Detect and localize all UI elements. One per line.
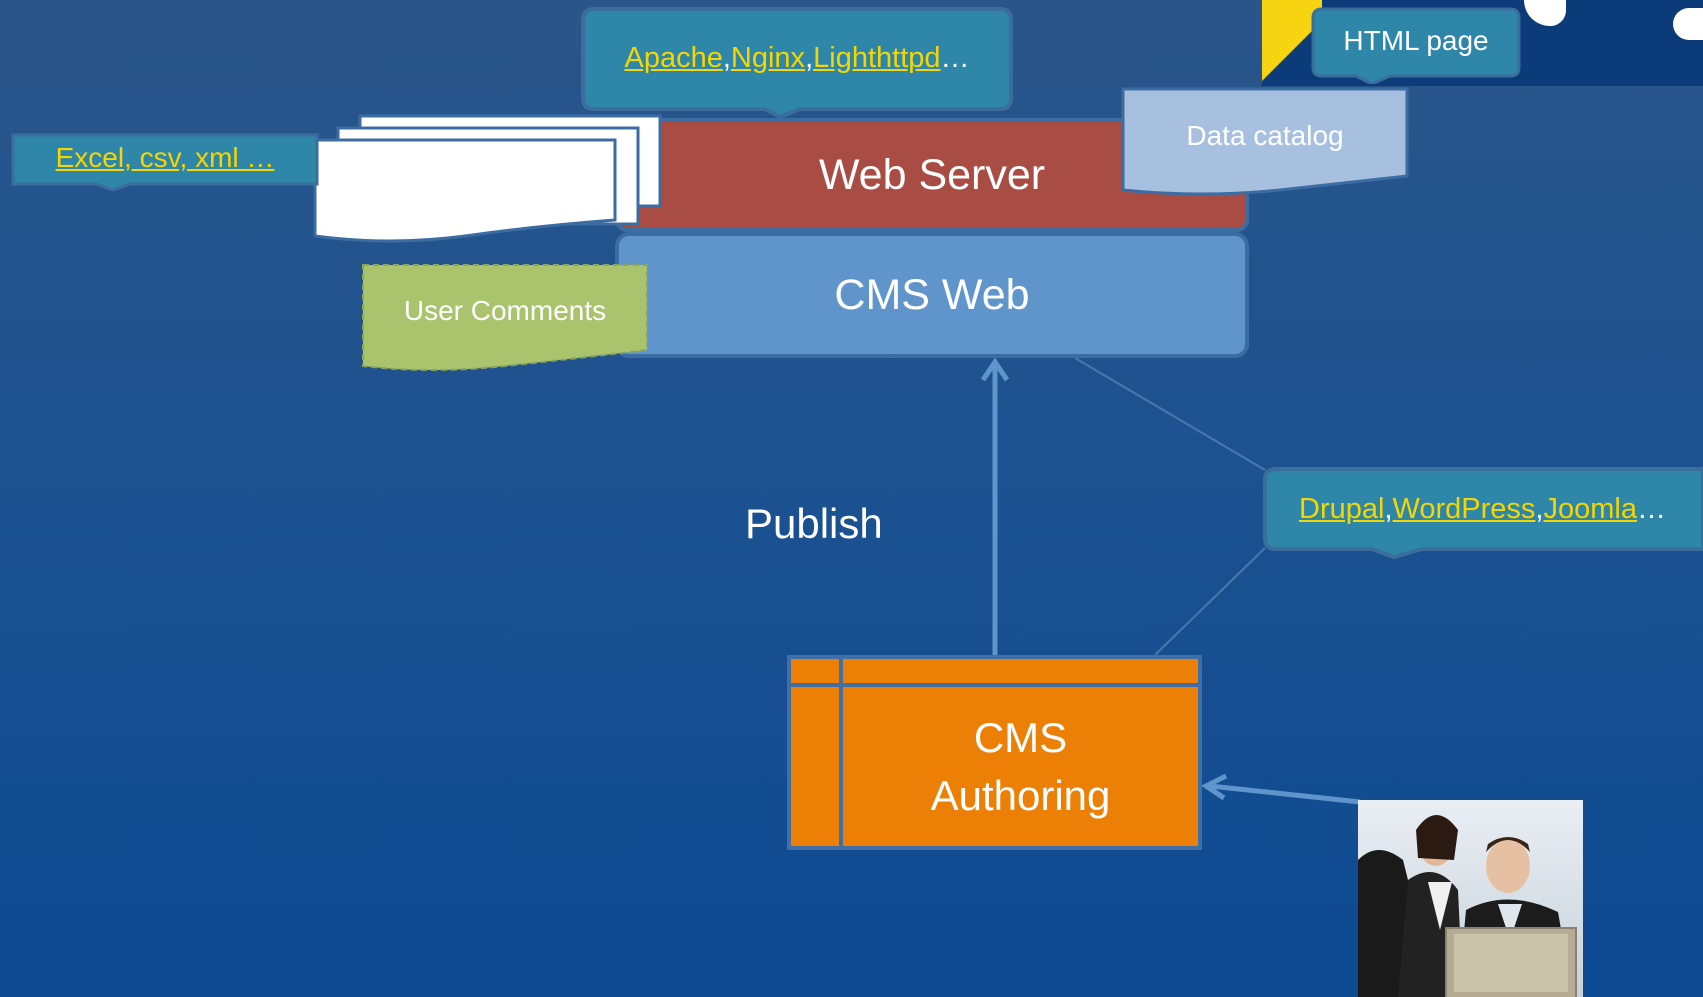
separator: , — [805, 41, 814, 74]
data-catalog-label: Data catalog — [1186, 120, 1344, 151]
cms-web-label: CMS Web — [834, 270, 1030, 319]
cms-callout-shape — [1263, 467, 1703, 560]
apache-link[interactable]: Apache — [624, 41, 723, 74]
ellipsis: … — [940, 41, 970, 74]
ellipsis: … — [1636, 492, 1666, 525]
people-at-laptop-photo — [1358, 800, 1583, 997]
wordpress-link[interactable]: WordPress — [1392, 492, 1536, 525]
server-callout: Apache, Nginx, Lighthttpd … — [580, 6, 1014, 110]
separator: , — [1384, 492, 1393, 525]
cms-authoring-label: CMS Authoring — [843, 687, 1198, 846]
formats-link[interactable]: Excel, csv, xml … — [55, 142, 275, 173]
web-server-label: Web Server — [818, 150, 1046, 199]
cms-authoring-header-bar — [791, 683, 1198, 687]
html-page-label: HTML page — [1343, 25, 1489, 56]
data-catalog: Data catalog — [1120, 86, 1410, 186]
user-comments-label: User Comments — [403, 295, 607, 326]
cms-authoring-line1: CMS — [973, 713, 1068, 761]
thumbnail-map-fragment-2 — [1673, 8, 1703, 40]
cms-authoring-line2: Authoring — [930, 771, 1111, 819]
formats-callout-shape — [11, 133, 319, 192]
cms-authoring-box: CMS Authoring — [787, 655, 1202, 850]
joomla-link[interactable]: Joomla — [1543, 492, 1637, 525]
cms-web-box: CMS Web — [615, 232, 1249, 358]
html-page-callout-shape — [1311, 7, 1521, 84]
cms-callout: Drupal, WordPress, Joomla… — [1262, 466, 1703, 552]
drupal-link[interactable]: Drupal — [1299, 492, 1385, 525]
publish-label: Publish — [745, 500, 883, 547]
separator: , — [1535, 492, 1544, 525]
user-comments-shape — [362, 264, 648, 371]
html-page-callout: HTML page — [1310, 6, 1522, 76]
documents-stack-icon — [313, 114, 662, 243]
server-callout-shape — [581, 7, 1013, 118]
nginx-link[interactable]: Nginx — [730, 41, 806, 74]
lighthttpd-link[interactable]: Lighthttpd — [813, 41, 941, 74]
cms-authoring-side-bar — [839, 659, 843, 846]
separator: , — [722, 41, 731, 74]
thumbnail-map-fragment — [1524, 0, 1566, 26]
formats-callout: Excel, csv, xml … — [10, 132, 320, 184]
user-comments: User Comments — [360, 262, 650, 360]
data-catalog-shape — [1121, 87, 1409, 196]
